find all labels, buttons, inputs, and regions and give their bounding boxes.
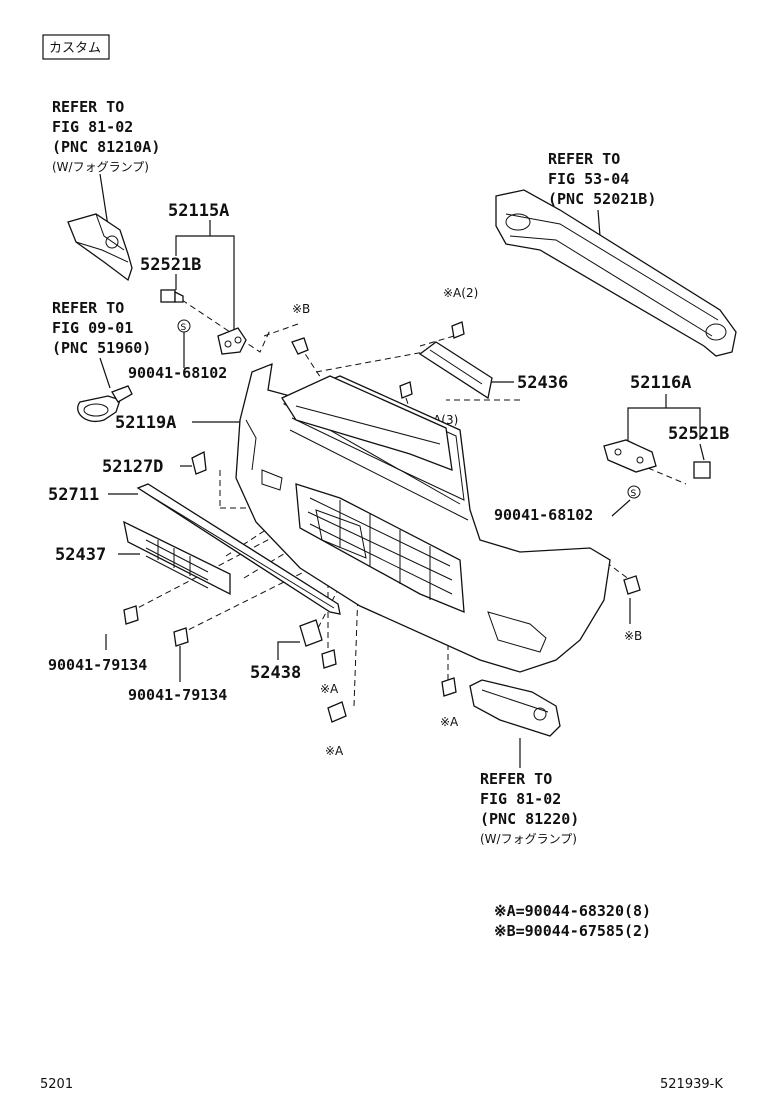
label-90041-68102-left: 90041-68102 [128, 364, 227, 382]
ref-hook-l3: (PNC 51960) [52, 339, 151, 357]
ref-hook-l1: REFER TO [52, 299, 124, 317]
callout-a-right: ※A [440, 715, 459, 729]
s-mark-right: S [631, 489, 637, 499]
seal-52438 [299, 619, 323, 647]
label-52127D: 52127D [102, 457, 163, 477]
callout-a-lower1: ※A [320, 682, 339, 696]
clip-b-right [623, 575, 641, 595]
clip-a-right [441, 677, 457, 697]
label-52437: 52437 [55, 545, 106, 565]
bumper-reinforcement [495, 189, 737, 357]
label-52116A: 52116A [630, 373, 691, 393]
ref-fog-right-l1: REFER TO [480, 770, 552, 788]
label-52521B-left: 52521B [140, 255, 201, 275]
footer-page: 5201 [40, 1077, 73, 1092]
clip-52521B-left [160, 289, 184, 303]
ref-fog-left-note: (W/フォグランプ) [52, 160, 149, 174]
label-52438: 52438 [250, 663, 301, 683]
label-52119A: 52119A [115, 413, 176, 433]
ref-fog-right-l2: FIG 81-02 [480, 790, 561, 808]
ref-hook: REFER TO FIG 09-01 (PNC 51960) [52, 299, 151, 357]
ref-reinf-l1: REFER TO [548, 150, 620, 168]
callout-a-lower2: ※A [325, 744, 344, 758]
callout-b-right: ※B [624, 629, 642, 643]
ref-reinf-l3: (PNC 52021B) [548, 190, 656, 208]
cap-52127D [191, 451, 207, 475]
ref-fog-right: REFER TO FIG 81-02 (PNC 81220) (W/フォグランプ… [480, 770, 579, 846]
retainer-52436 [418, 341, 493, 400]
fog-lamp-right [469, 679, 561, 737]
tag-label: カスタム [49, 41, 101, 56]
clip-a-lower1 [321, 649, 337, 669]
bumper-absorber [281, 375, 453, 472]
callout-a2: ※A(2) [443, 286, 478, 300]
callout-b-top: ※B [292, 302, 310, 316]
fog-lamp-left [67, 213, 133, 282]
bracket-52116A [603, 439, 657, 473]
towing-hook [77, 385, 133, 423]
ref-fog-left-l2: FIG 81-02 [52, 118, 133, 136]
tag-box [42, 34, 110, 60]
s-mark-left: S [181, 323, 187, 333]
clip-52521B-right [693, 461, 711, 479]
bracket-52115A [217, 327, 247, 355]
grille-52437 [123, 520, 231, 596]
ref-fog-left-l3: (PNC 81210A) [52, 138, 160, 156]
clip-a-lower2 [327, 701, 347, 723]
clip-90041-79134-b [173, 627, 189, 647]
ref-reinf-l2: FIG 53-04 [548, 170, 629, 188]
label-52711: 52711 [48, 485, 99, 505]
label-90041-68102-right: 90041-68102 [494, 506, 593, 524]
label-52436: 52436 [517, 373, 568, 393]
clip-a2 [451, 321, 465, 339]
label-52521B-right: 52521B [668, 424, 729, 444]
clip-a3 [399, 381, 413, 399]
label-52115A: 52115A [168, 201, 229, 221]
ref-fog-left: REFER TO FIG 81-02 (PNC 81210A) (W/フォグラン… [52, 98, 160, 174]
clip-b-top [291, 337, 309, 355]
clip-90041-79134-a [123, 605, 139, 625]
molding-52711 [136, 483, 341, 615]
legend-a: ※A=90044-68320(8) [494, 902, 651, 920]
label-90041-79134-a: 90041-79134 [48, 656, 147, 674]
label-90041-79134-b: 90041-79134 [128, 686, 227, 704]
ref-fog-left-l1: REFER TO [52, 98, 124, 116]
ref-reinforcement: REFER TO FIG 53-04 (PNC 52021B) [548, 150, 656, 208]
legend-b: ※B=90044-67585(2) [494, 922, 651, 940]
footer-code: 521939-K [660, 1077, 723, 1092]
ref-fog-right-note: (W/フォグランプ) [480, 832, 577, 846]
ref-hook-l2: FIG 09-01 [52, 319, 133, 337]
leader-lines [99, 173, 705, 768]
ref-fog-right-l3: (PNC 81220) [480, 810, 579, 828]
s-mark-right-circle [627, 485, 641, 499]
